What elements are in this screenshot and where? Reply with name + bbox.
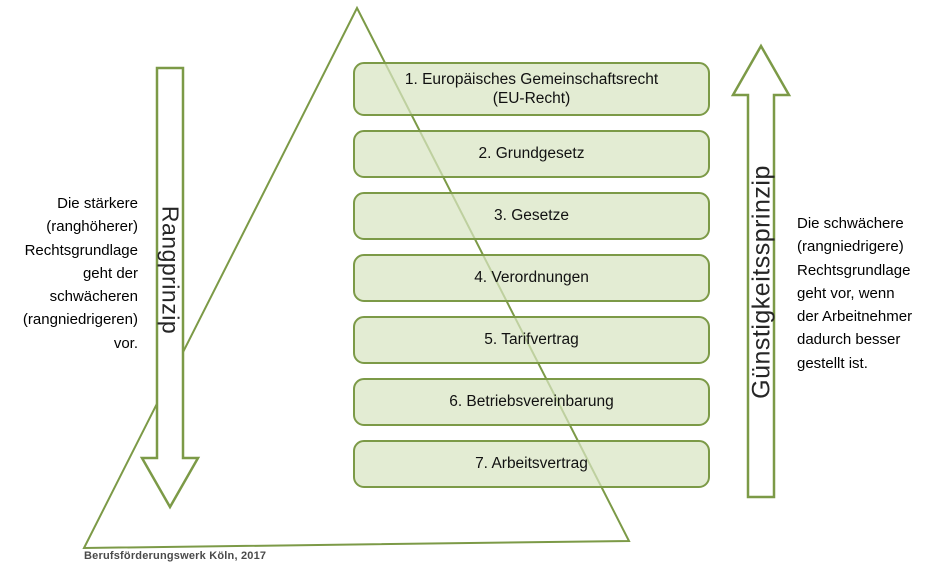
favourability-principle-label: Günstigkeitssprinzip: [747, 165, 776, 399]
pyramid-levels: 1. Europäisches Gemeinschaftsrecht (EU-R…: [353, 62, 710, 488]
pyramid-level-4: 4. Verordnungen: [353, 254, 710, 302]
down-arrow-icon: [139, 66, 201, 510]
rank-principle-label: Rangprinzip: [157, 205, 184, 335]
pyramid-level-2: 2. Grundgesetz: [353, 130, 710, 178]
pyramid-level-7: 7. Arbeitsvertrag: [353, 440, 710, 488]
pyramid-level-5: 5. Tarifvertrag: [353, 316, 710, 364]
up-arrow-icon: [730, 43, 792, 499]
right-note: Die schwächere (rangniedrigere) Rechtsgr…: [797, 215, 913, 372]
pyramid-level-3: 3. Gesetze: [353, 192, 710, 240]
pyramid-level-6: 6. Betriebsvereinbarung: [353, 378, 710, 426]
pyramid-level-1: 1. Europäisches Gemeinschaftsrecht (EU-R…: [353, 62, 710, 116]
left-note: Die stärkere (ranghöherer) Rechtsgrundla…: [22, 195, 138, 352]
source-caption: Berufsförderungswerk Köln, 2017: [84, 550, 267, 562]
